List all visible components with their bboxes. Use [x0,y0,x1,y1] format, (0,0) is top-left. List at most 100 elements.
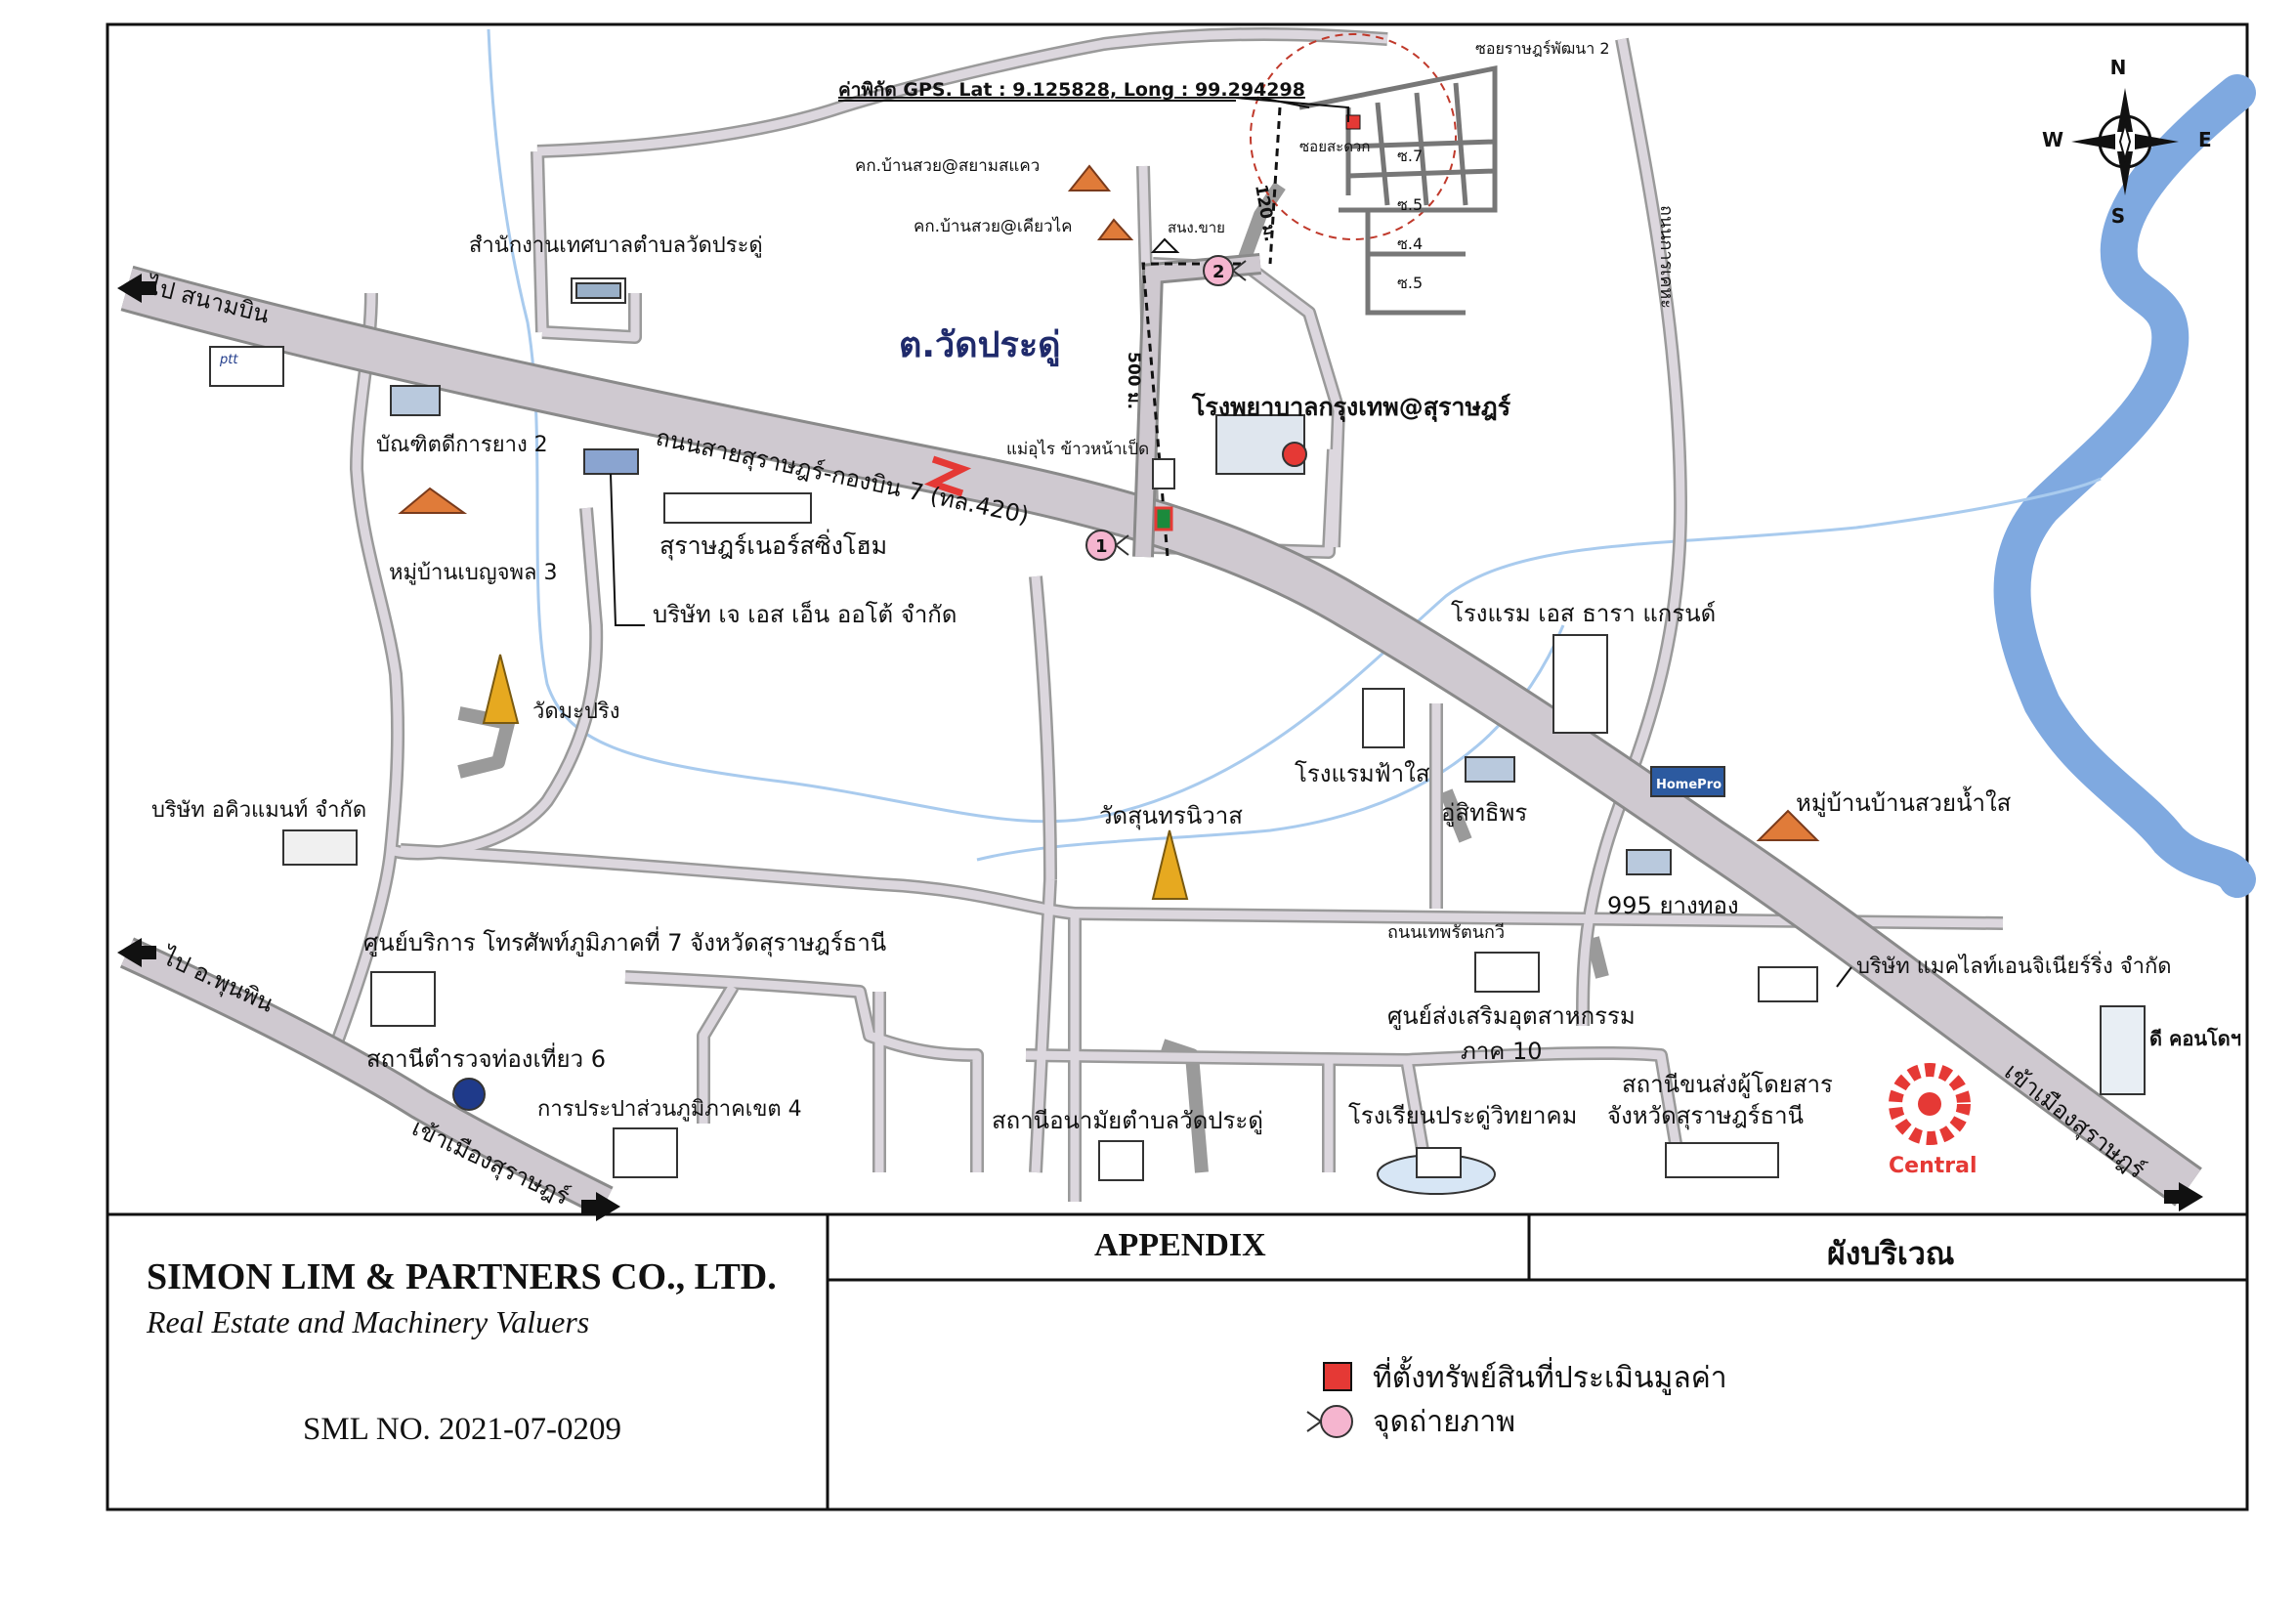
photo-point-1 [1085,530,1129,561]
maeurai-icon [1152,458,1175,489]
telephone-center-icon [370,971,436,1027]
point-1-label: 1 [1095,536,1108,557]
hotel-tara-icon [1552,634,1608,734]
road-karnkasem-label: ถนนการเคหะ [1656,205,1677,309]
police-badge-icon [452,1078,486,1111]
mac-light-label: บริษัท แมคไลท์เอนจิเนียร์ริ่ง จำกัด [1856,951,2172,979]
central-logo-icon [1889,1063,1971,1145]
soi-b-label: ซ.5 [1397,195,1423,214]
appendix-title: APPENDIX [1094,1227,1266,1263]
river [1993,74,2256,898]
usitiphon-icon [1465,756,1515,783]
appendix-title-thai: ผังบริเวณ [1827,1235,1955,1272]
soi-c-label: ซ.4 [1397,234,1423,253]
wat-suntharaniwat-icon [1151,829,1189,900]
d-condo-label: ดี คอนโดฯ [2149,1027,2241,1050]
industry-center-label: ศูนย์ส่งเสริมอุตสาหกรรม [1387,1002,1636,1031]
minor-roads [325,27,2004,1202]
ptt-logo-icon [209,346,284,387]
housing-siam-label: คก.บ้านสวย@สยามสแคว [855,156,1040,176]
bus-icon [1665,1142,1779,1178]
road-theprattana-label: ถนนเทพรัตนกวี [1387,922,1505,943]
water-works-icon [613,1127,678,1178]
wat-suntharaniwat-label: วัดสุนทรนิวาส [1099,802,1243,830]
soi-sadua-label: ซอยสะดวก [1299,138,1370,155]
telephone-center-label: ศูนย์บริการ โทรศัพท์ภูมิภาคที่ 7 จังหวัด… [363,926,886,957]
mac-light-icon [1758,966,1818,1002]
hotel-fahsai-icon [1362,688,1405,748]
company-name: SIMON LIM & PARTNERS CO., LTD. [147,1256,777,1297]
js-auto-label: บริษัท เจ เอส เอ็น ออโต้ จำกัด [653,600,957,628]
compass-n-label: N [2110,56,2127,79]
gps-label: ค่าพิกัด GPS. Lat : 9.125828, Long : 99.… [838,79,1305,101]
yang-thong-icon [1626,849,1672,875]
point-2-label: 2 [1212,262,1225,282]
soi-a-label: ซ.7 [1397,147,1423,165]
compass-s-label: S [2111,204,2125,228]
legend-subject-marker-icon [1323,1362,1352,1391]
health-station-label: สถานีอนามัยตำบลวัดประดู่ [992,1107,1263,1135]
subject-housing-block [1250,33,1498,316]
maeurai-label: แม่อุไร ข้าวหน้าเป็ด [1006,438,1149,459]
compass-w-label: W [2042,128,2063,151]
company-subtitle: Real Estate and Machinery Valuers [147,1304,590,1339]
racing-home-icon [663,492,812,524]
photo-point-2 [1203,255,1247,286]
wat-maprang-icon [482,654,520,724]
yang-thong-label: 995 ยางทอง [1607,892,1739,919]
school-label: โรงเรียนประดู่วิทยาคม [1348,1102,1577,1130]
sales-office-icon [1150,237,1180,253]
compass-e-label: E [2198,128,2212,151]
home-village-label: หมู่บ้านเบญจพล 3 [389,561,557,585]
village-suan-icon [1756,809,1820,841]
hotel-fahsai-label: โรงแรมฟ้าใส [1295,760,1430,787]
usitiphon-label: อู่สิทธิพร [1441,799,1527,828]
industry-region-label: ภาค 10 [1461,1038,1543,1065]
js-auto-icon [583,448,639,475]
bandit-rubber-icon [390,385,441,416]
arrow-right-city [2179,1182,2203,1211]
legend-subject-label: ที่ตั้งทรัพย์สินที่ประเมินมูลค่า [1373,1356,1727,1395]
dist-500-label: 500 ม. [1124,352,1143,409]
municipal-office-label: สำนักงานเทศบาลตำบลวัดประดู่ [469,234,763,258]
gps-leader [1235,97,1349,122]
homepro-logo-icon [1650,766,1725,797]
soi-d-label: ซ.5 [1397,274,1423,292]
homepro-label: HomePro [1656,778,1722,792]
ptt-label: ptt [219,353,238,367]
bandit-rubber-label: บัณฑิตดีการยาง 2 [376,433,548,457]
map-frame [106,22,2249,1511]
racing-home-label: สุราษฎร์เนอร์สซิ่งโฮม [659,529,887,561]
housing-khiao-icon [1097,218,1134,240]
distance-120m-line [1268,106,1282,265]
wat-maprang-label: วัดมะปริง [532,700,619,724]
village-suan-label: หมู่บ้านบ้านสวยน้ำใส [1796,786,2012,818]
arrow-left-phunphin [117,938,142,967]
d-condo-icon [2100,1005,2146,1095]
sales-office-label: สนง.ขาย [1168,219,1225,236]
aqiument-label: บริษัท อคิวแมนท์ จำกัด [151,798,366,823]
central-label: Central [1889,1154,1977,1178]
subject-radius [1250,33,1457,240]
housing-siam-icon [1067,164,1112,191]
hotel-tara-label: โรงแรม เอส ธารา แกรนด์ [1451,600,1716,627]
police-label: สถานีตำรวจท่องเที่ยว 6 [366,1042,606,1073]
footer-table [107,1212,2247,1509]
district-label: ต.วัดประดู่ [899,325,1061,367]
legend-photo-label: จุดถ่ายภาพ [1373,1405,1515,1440]
subject-location-marker [1345,114,1361,130]
arrow-left-airport [117,274,142,303]
suzuki-logo-icon [923,455,972,497]
seven-eleven-icon [1154,506,1173,531]
bus-station-line1: สถานีขนส่งผู้โดยสาร [1622,1071,1833,1099]
hospital-label: โรงพยาบาลกรุงเทพ@สุราษฎร์ [1191,392,1511,423]
bus-station-line2: จังหวัดสุราษฎร์ธานี [1607,1102,1804,1130]
legend-photo-point-icon [1306,1405,1353,1438]
home-village-icon [398,487,468,514]
industry-center-icon [1474,952,1540,993]
aqiument-icon [282,829,358,866]
sml-number: SML NO. 2021-07-0209 [303,1412,622,1447]
health-station-icon [1098,1140,1144,1181]
